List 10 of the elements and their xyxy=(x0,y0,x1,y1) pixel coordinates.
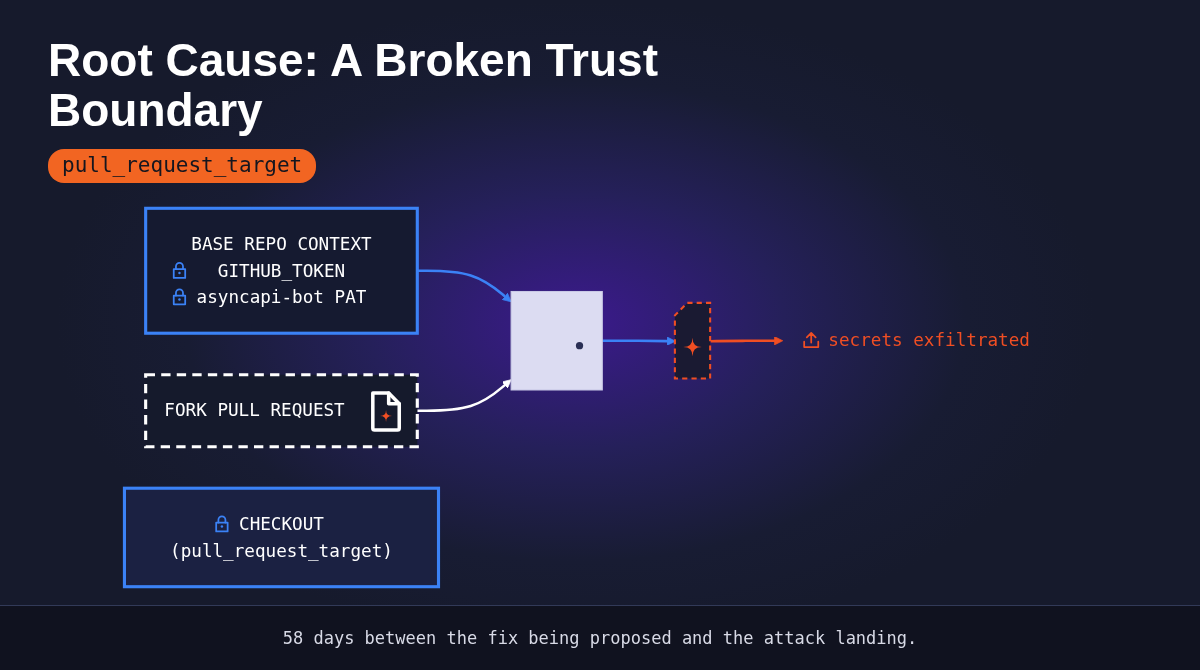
caption: 58 days between the fix being proposed and the attack landing. xyxy=(0,605,1200,670)
node-document xyxy=(673,301,712,380)
node-box: CHECKOUT (pull_request_target) xyxy=(122,486,441,589)
node-box: FORK PULL REQUEST xyxy=(144,373,419,449)
arrow xyxy=(710,336,784,346)
title: Root Cause: A Broken Trust Boundary xyxy=(48,36,659,136)
node-box: BASE REPO CONTEXT GITHUB_TOKEN asyncapi-bot PAT xyxy=(144,206,419,335)
node-door xyxy=(510,290,603,391)
node-text: secrets exfiltrated xyxy=(828,329,1030,351)
tag-label: pull_request_target xyxy=(48,149,317,183)
